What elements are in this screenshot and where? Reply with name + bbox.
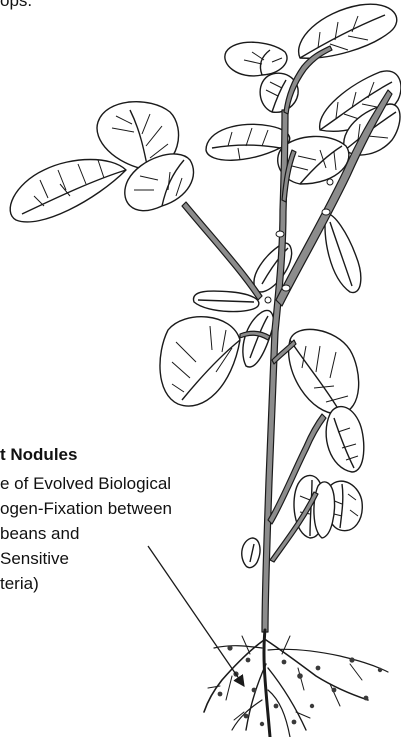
nodule-label-line: ogen-Fixation between: [0, 499, 172, 519]
branch-upper-left: [182, 202, 262, 300]
nodule-label-line: beans and: [0, 524, 79, 544]
leaf-left-middle-small: [193, 291, 258, 312]
pod-lower-left: [242, 538, 260, 568]
leaf-center-left: [206, 124, 290, 160]
leaf-upper-left-left: [10, 160, 126, 222]
pod-right-upper: [325, 214, 361, 293]
nodule-label-line: e of Evolved Biological: [0, 474, 171, 494]
leaf-lower-center: [314, 482, 335, 538]
leaf-top-right: [299, 4, 397, 58]
caption-fragment: ops.: [0, 0, 32, 11]
leaf-middle-right: [289, 329, 359, 414]
nodule-pointer-arrow: [148, 546, 244, 686]
nodule-label-line: Sensitive: [0, 549, 69, 569]
leaf-top-center-left: [225, 42, 287, 76]
nodule-label-line: teria): [0, 574, 39, 594]
leaf-middle-left: [160, 317, 240, 406]
leaf-lower-right-upper: [326, 407, 364, 472]
nodule-label-title: t Nodules: [0, 445, 77, 465]
